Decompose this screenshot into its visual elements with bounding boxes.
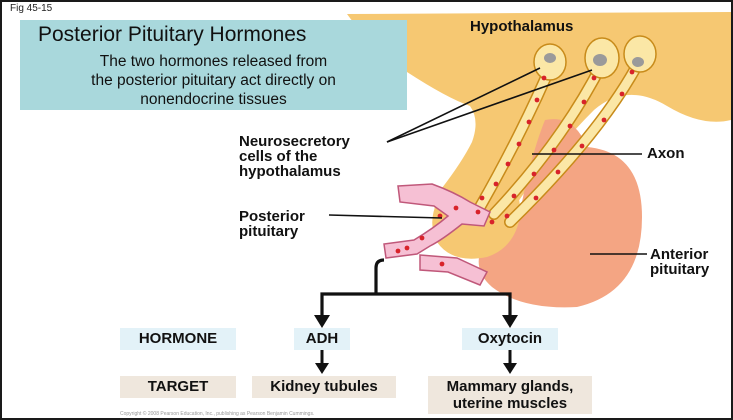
page-title: Posterior Pituitary Hormones bbox=[38, 23, 306, 47]
target-mammary-uterine: Mammary glands, uterine muscles bbox=[428, 376, 592, 414]
subtitle-line: The two hormones released from bbox=[20, 52, 407, 71]
label-axon: Axon bbox=[647, 146, 685, 161]
subtitle-line: the posterior pituitary act directly on bbox=[20, 71, 407, 90]
target-header: TARGET bbox=[120, 376, 236, 398]
subtitle: The two hormones released from the poste… bbox=[20, 52, 407, 109]
subtitle-line: nonendocrine tissues bbox=[20, 90, 407, 109]
hormone-adh: ADH bbox=[294, 328, 350, 350]
label-posterior-pituitary: Posterior pituitary bbox=[239, 209, 305, 239]
hormone-target-arrows bbox=[315, 349, 517, 374]
hormone-header: HORMONE bbox=[120, 328, 236, 350]
hormone-oxytocin: Oxytocin bbox=[462, 328, 558, 350]
label-hypothalamus: Hypothalamus bbox=[470, 19, 573, 34]
label-anterior-pituitary: Anterior pituitary bbox=[650, 247, 709, 277]
target-kidney-tubules: Kidney tubules bbox=[252, 376, 396, 398]
figure-number: Fig 45-15 bbox=[10, 3, 52, 14]
copyright-notice: Copyright © 2008 Pearson Education, Inc.… bbox=[120, 411, 314, 417]
label-neurosecretory-cells: Neurosecretory cells of the hypothalamus bbox=[239, 134, 350, 179]
title-box: Posterior Pituitary Hormones The two hor… bbox=[20, 20, 407, 110]
